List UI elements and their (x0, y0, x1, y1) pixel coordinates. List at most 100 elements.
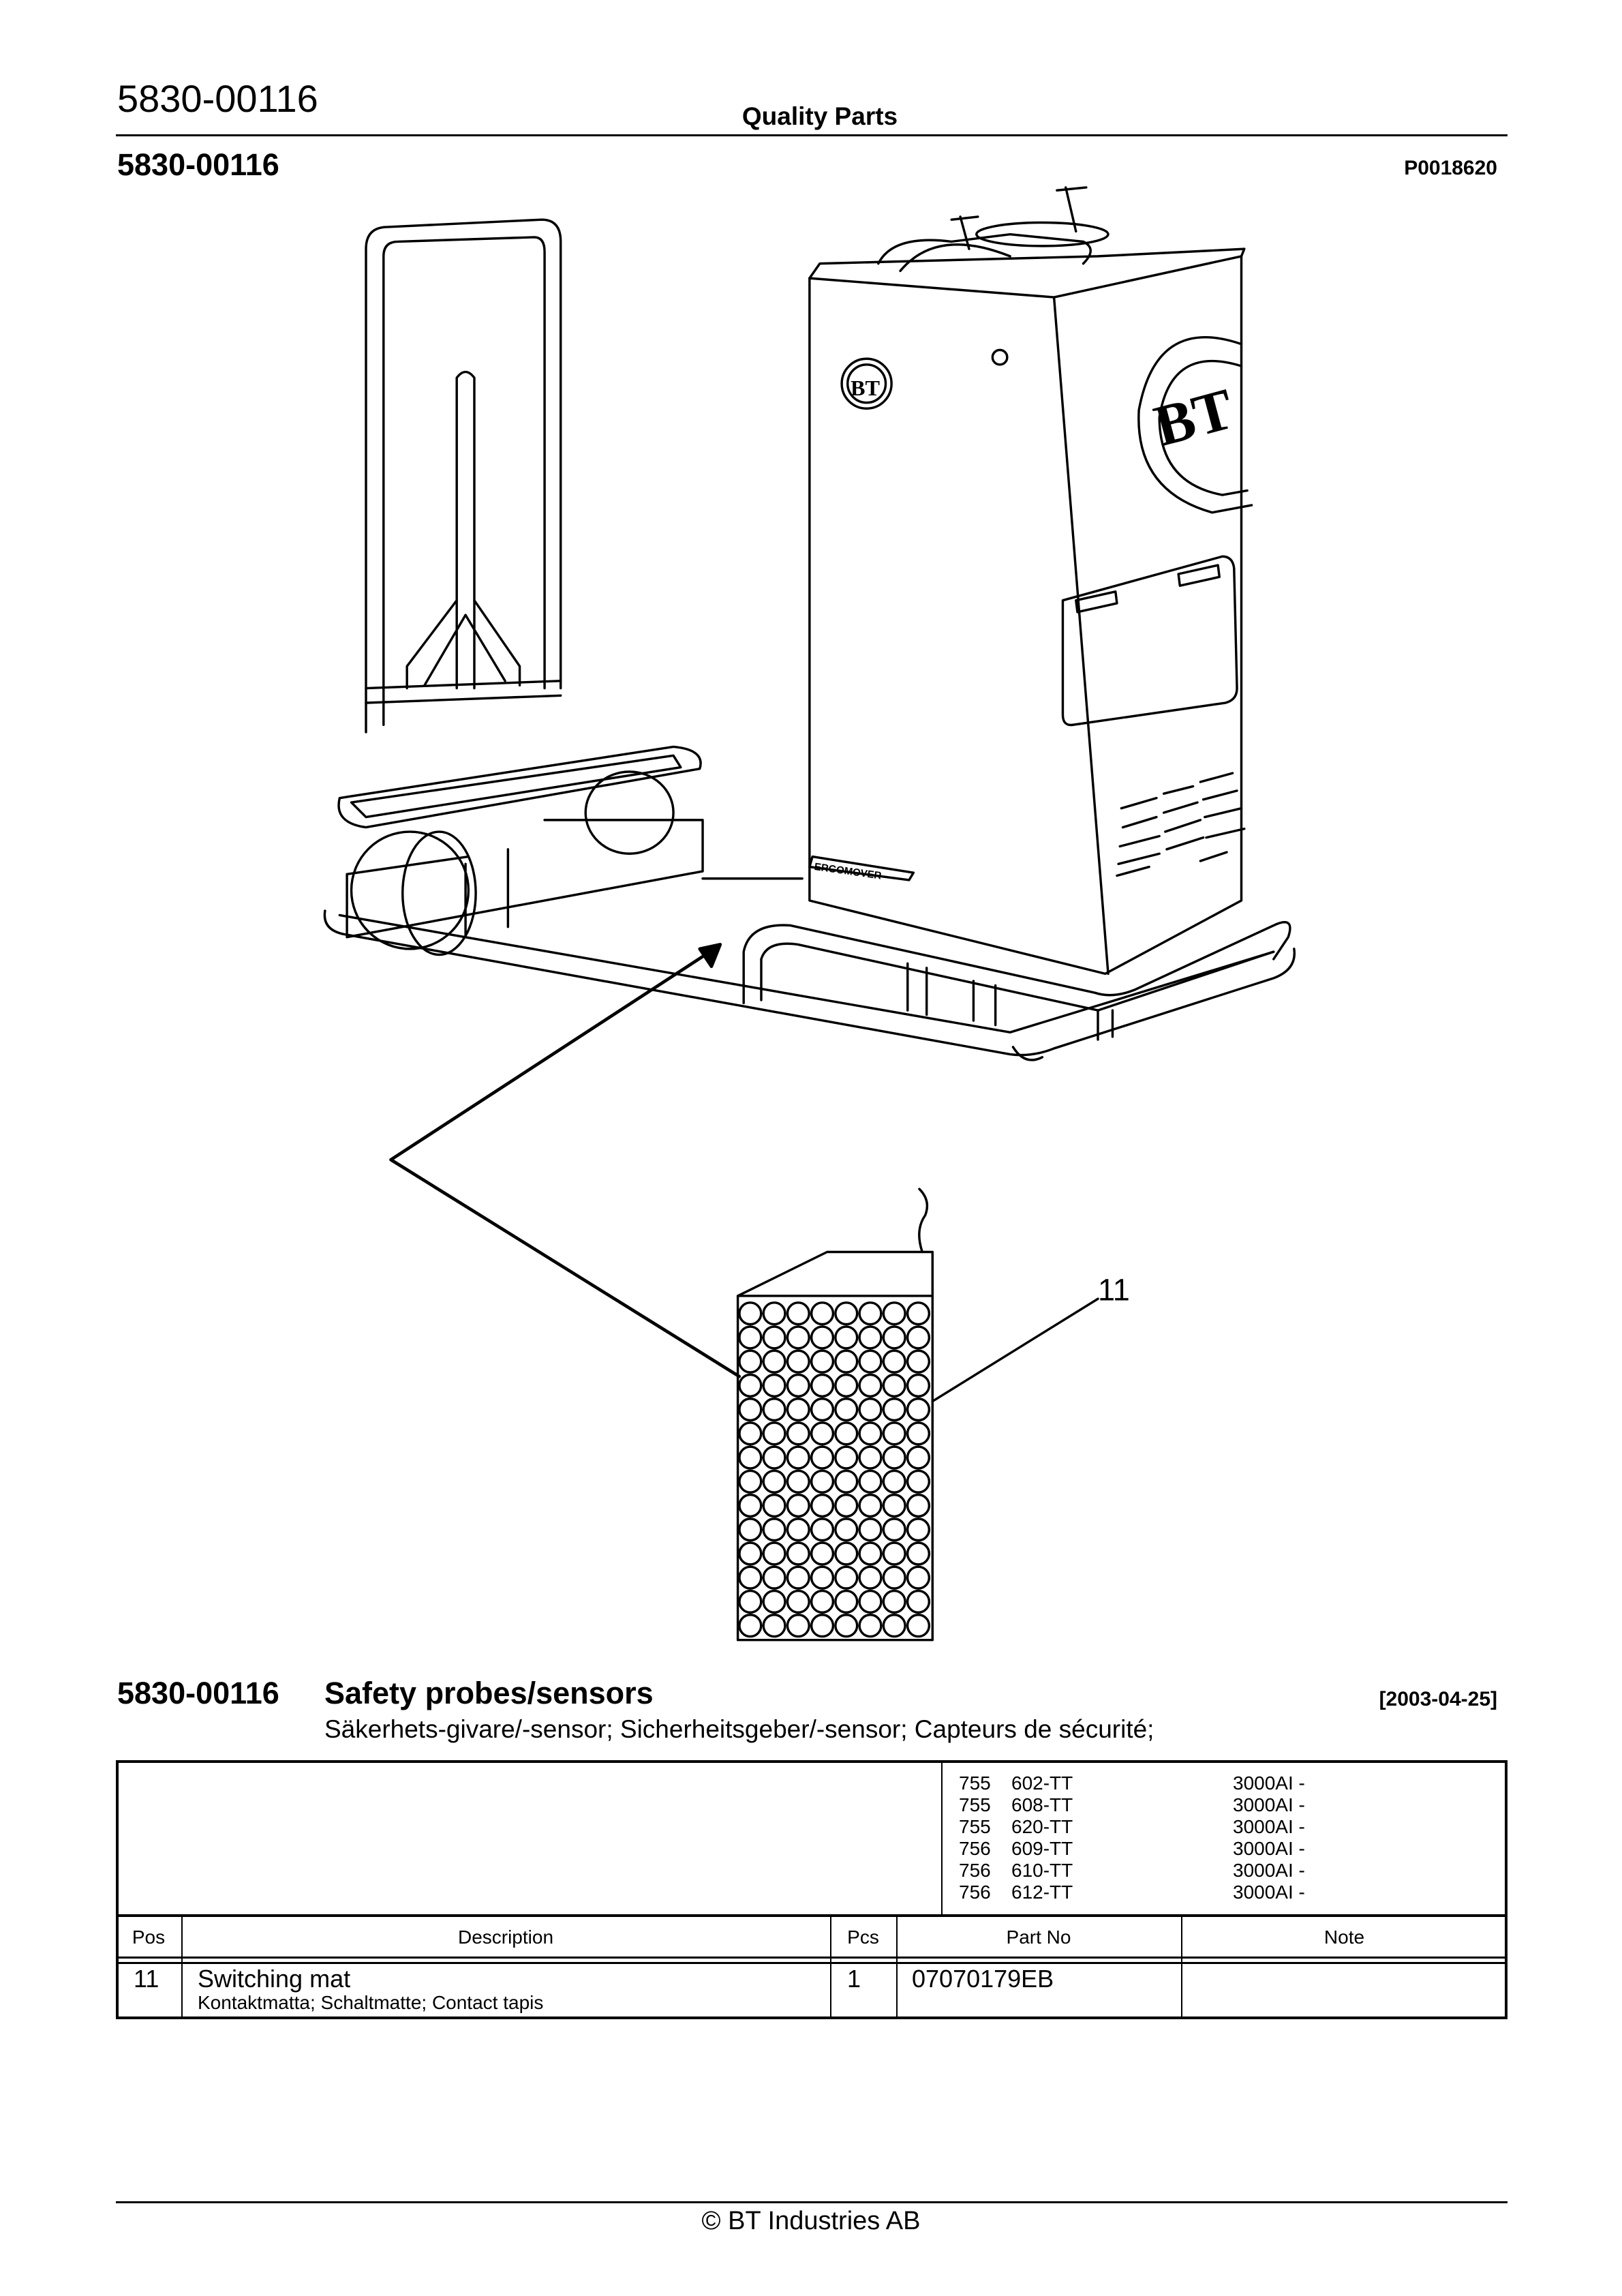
parts-table (116, 1760, 1508, 2019)
mat-sensor-circle (762, 1445, 786, 1470)
mat-sensor-circle (738, 1517, 763, 1542)
mat-sensor-circle (858, 1469, 883, 1494)
model-series: 755 (959, 1772, 991, 1794)
mat-sensor-circle (858, 1398, 883, 1422)
mat-sensor-circle (858, 1493, 883, 1518)
picture-number: P0018620 (1404, 157, 1497, 179)
mat-sensor-circle (738, 1421, 763, 1446)
mat-sensor-circle (834, 1469, 859, 1494)
mat-sensor-circle (786, 1325, 810, 1350)
mat-sensor-circle (858, 1614, 883, 1638)
mat-sensor-circle (882, 1325, 906, 1350)
mat-sensor-circle (762, 1565, 786, 1590)
mat-sensor-circle (834, 1541, 859, 1566)
mat-sensor-circle (882, 1398, 906, 1422)
mat-sensor-circle (786, 1445, 810, 1470)
mat-sensor-circle (786, 1373, 810, 1398)
mat-sensor-circle (738, 1349, 763, 1374)
mat-sensor-circle (762, 1349, 786, 1374)
mat-sensor-circle (906, 1373, 931, 1398)
mat-sensor-circle (738, 1541, 763, 1566)
callout-label: 11 (1098, 1272, 1130, 1307)
mat-sensor-circle (882, 1541, 906, 1566)
mat-sensor-circle (834, 1349, 859, 1374)
document-id: 5830-00116 (117, 77, 318, 120)
mat-sensor-circle (882, 1301, 906, 1326)
mat-sensor-circle (762, 1614, 786, 1638)
model-series: 756 (959, 1838, 991, 1859)
mat-sensor-circle (882, 1349, 906, 1374)
model-name: 610-TT (1011, 1860, 1073, 1881)
mat-sensor-circle (906, 1565, 931, 1590)
mat-sensor-circle (906, 1421, 931, 1446)
mat-sensor-circle (738, 1589, 763, 1614)
mat-sensor-circle (906, 1325, 931, 1350)
mat-sensor-circle (834, 1589, 859, 1614)
mat-sensor-circle (738, 1325, 763, 1350)
mat-sensor-circle (810, 1517, 835, 1542)
mat-sensor-circle (858, 1589, 883, 1614)
mat-sensor-circle (786, 1541, 810, 1566)
mat-sensor-circle (810, 1325, 835, 1350)
mat-sensor-circle (810, 1301, 835, 1326)
mat-sensor-circle (810, 1421, 835, 1446)
model-name: 620-TT (1011, 1816, 1073, 1837)
mat-sensor-circle (858, 1301, 883, 1326)
mat-sensor-circle (810, 1445, 835, 1470)
mat-sensor-circle (738, 1373, 763, 1398)
column-header-pos: Pos (132, 1927, 166, 1948)
mat-sensor-circle (882, 1517, 906, 1542)
mat-sensor-circle (738, 1614, 763, 1638)
mat-sensor-circle (882, 1421, 906, 1446)
model-series: 756 (959, 1882, 991, 1903)
mat-sensor-circle (834, 1565, 859, 1590)
mat-sensor-circle (882, 1445, 906, 1470)
mat-sensor-circle (906, 1445, 931, 1470)
col-divider (896, 1916, 898, 2018)
mat-sensor-circle (858, 1541, 883, 1566)
mat-sensor-circle (834, 1517, 859, 1542)
model-name: 602-TT (1011, 1772, 1073, 1794)
mat-sensor-circle (738, 1398, 763, 1422)
mat-sensor-circle (906, 1469, 931, 1494)
mat-sensor-circle (906, 1614, 931, 1638)
mat-sensor-circle (906, 1517, 931, 1542)
mat-sensor-circle (738, 1469, 763, 1494)
mat-sensor-circle (858, 1517, 883, 1542)
column-header-note: Note (1323, 1927, 1365, 1948)
row-pos: 11 (134, 1965, 159, 1993)
model-range: 3000AI - (1233, 1860, 1305, 1881)
header-row-bottom (116, 1957, 1508, 1959)
mat-sensor-circle (786, 1421, 810, 1446)
mat-sensor-circle (882, 1589, 906, 1614)
mat-sensor-circle (858, 1325, 883, 1350)
mat-sensor-circle (834, 1301, 859, 1326)
mat-sensor-grid (738, 1301, 931, 1638)
mat-sensor-circle (762, 1493, 786, 1518)
mat-sensor-circle (810, 1349, 835, 1374)
model-range: 3000AI - (1233, 1794, 1305, 1815)
machine-body: BT BT ERGOMOVER (742, 186, 1291, 1041)
model-series: 755 (959, 1794, 991, 1815)
mat-sensor-circle (906, 1541, 931, 1566)
mat-sensor-circle (810, 1541, 835, 1566)
mat-sensor-circle (786, 1565, 810, 1590)
model-range: 3000AI - (1233, 1838, 1305, 1859)
model-name: 608-TT (1011, 1794, 1073, 1815)
switching-mat (736, 1188, 934, 1642)
sub-document-id: 5830-00116 (117, 147, 279, 182)
model-range: 3000AI - (1233, 1816, 1305, 1837)
mat-sensor-circle (810, 1493, 835, 1518)
mat-sensor-circle (738, 1445, 763, 1470)
section-title: Safety probes/sensors (324, 1676, 654, 1710)
section-subtitle: Säkerhets-givare/-sensor; Sicherheitsgeb… (324, 1715, 1154, 1743)
mat-sensor-circle (786, 1493, 810, 1518)
mat-sensor-circle (858, 1421, 883, 1446)
mat-sensor-circle (762, 1541, 786, 1566)
mat-sensor-circle (762, 1373, 786, 1398)
section-date: [2003-04-25] (1379, 1688, 1497, 1710)
mat-sensor-circle (762, 1301, 786, 1326)
row-part-no: 07070179EB (912, 1965, 1054, 1993)
mat-sensor-circle (834, 1325, 859, 1350)
